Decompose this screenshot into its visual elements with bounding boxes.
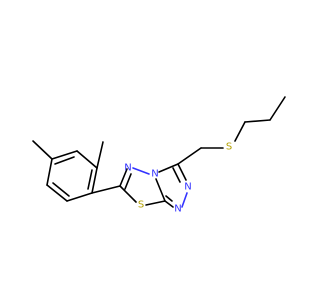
molecule-structure-diagram: N N N N S S: [32, 96, 286, 215]
bond-nbottom-cbridge: [164, 200, 174, 208]
bond-benzene-2-inner: [54, 156, 75, 165]
atom-n-ring-top: N: [124, 163, 131, 174]
propylthiomethyl-chain: [177, 96, 286, 165]
bond-nright-nbottom: [181, 192, 188, 208]
bond-nbridge-c3: [158, 163, 179, 173]
bond-propyl-2: [269, 96, 286, 121]
bond-c6-n-top-inner: [124, 173, 132, 190]
bond-benzene-6-inner: [87, 169, 93, 190]
bond-c3-ch2: [177, 147, 202, 165]
atom-s-ring: S: [138, 200, 144, 211]
bond-c6-n-top: [119, 168, 128, 187]
bond-benzene-6: [91, 167, 98, 194]
bond-phenyl-to-c6: [91, 185, 121, 194]
atom-n-triazole-right: N: [184, 182, 191, 193]
atom-labels: N N N N S S: [124, 142, 232, 215]
atom-n-triazole-bottom: N: [174, 204, 181, 215]
bond-propyl-1: [244, 119, 271, 123]
bond-benzene-1: [76, 150, 98, 169]
bond-benzene-4: [46, 184, 68, 202]
thiadiazole-ring: [119, 167, 166, 206]
bond-s-cbridge: [145, 200, 166, 206]
bond-n-top-n-bridge: [132, 167, 150, 175]
atom-s-chain: S: [226, 142, 232, 153]
triazole-ring: [158, 163, 188, 208]
bond-s-ch2-propyl: [234, 121, 246, 142]
atom-n-bridge: N: [151, 169, 158, 180]
bond-benzene-4-inner: [52, 182, 70, 197]
bond-benzene-2: [51, 150, 78, 160]
bond-methyl-ortho: [96, 141, 104, 169]
bond-methyl-para: [32, 140, 53, 160]
bond-cbridge-nbridge: [155, 178, 166, 202]
bond-c3-nright: [177, 163, 187, 181]
bond-benzene-5: [66, 192, 93, 202]
bond-benzene-3: [46, 158, 53, 186]
bond-c3-nright-inner: [172, 167, 181, 183]
bond-c6-s: [119, 185, 137, 203]
bond-nbottom-cbridge-inner: [165, 195, 173, 202]
benzene-ring: [46, 150, 98, 202]
